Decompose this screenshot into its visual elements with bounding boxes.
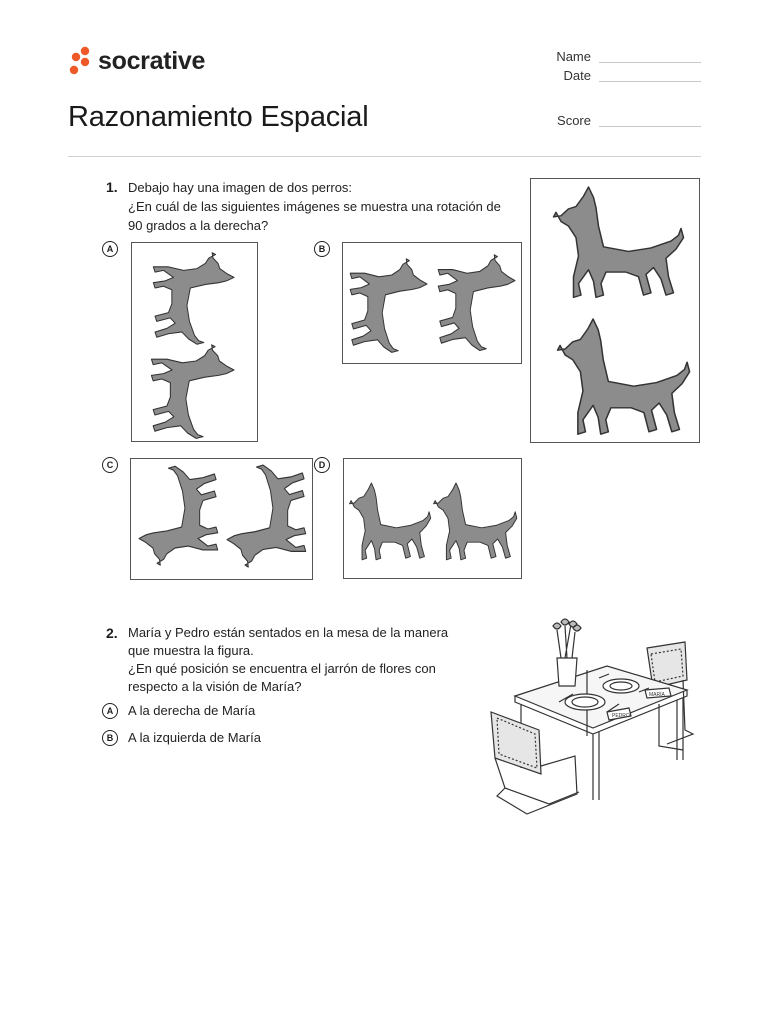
q2-line2: que muestra la figura. bbox=[128, 643, 254, 658]
q1-line2: ¿En cuál de las siguientes imágenes se m… bbox=[128, 199, 501, 214]
q2-line1: María y Pedro están sentados en la mesa … bbox=[128, 625, 449, 640]
q1-number: 1. bbox=[106, 179, 118, 195]
date-label: Date bbox=[563, 68, 591, 83]
option-c-image[interactable] bbox=[130, 458, 313, 580]
q2-line4: respecto a la visión de María? bbox=[128, 679, 302, 694]
q2-option-b-badge[interactable]: B bbox=[102, 730, 118, 746]
name-field[interactable] bbox=[599, 61, 701, 63]
option-d-badge[interactable]: D bbox=[314, 457, 330, 473]
q1-line1: Debajo hay una imagen de dos perros: bbox=[128, 180, 353, 195]
q2-option-a-badge[interactable]: A bbox=[102, 703, 118, 719]
table-scene-svg: PEDRO MARÍA bbox=[490, 618, 695, 815]
socrative-logo-icon bbox=[69, 46, 90, 75]
option-b-dogs-svg bbox=[349, 254, 516, 353]
page-title: Razonamiento Espacial bbox=[68, 101, 369, 133]
q1-text: Debajo hay una imagen de dos perros: ¿En… bbox=[128, 178, 523, 235]
reference-dogs-image bbox=[530, 178, 700, 443]
score-label: Score bbox=[557, 113, 591, 128]
score-field[interactable] bbox=[599, 125, 701, 127]
name-label: Name bbox=[556, 49, 591, 64]
date-field[interactable] bbox=[599, 80, 701, 82]
option-a-dogs-svg bbox=[150, 252, 235, 439]
q2-text: María y Pedro están sentados en la mesa … bbox=[128, 624, 468, 696]
option-b-badge[interactable]: B bbox=[314, 241, 330, 257]
q2-option-a-text[interactable]: A la derecha de María bbox=[128, 703, 256, 718]
q2-line3: ¿En qué posición se encuentra el jarrón … bbox=[128, 661, 436, 676]
card-maria: MARÍA bbox=[649, 691, 666, 698]
q1-line3: 90 grados a la derecha? bbox=[128, 218, 269, 233]
socrative-logo: socrative bbox=[68, 46, 205, 76]
option-d-image[interactable] bbox=[343, 458, 522, 579]
q2-option-b-text[interactable]: A la izquierda de María bbox=[128, 730, 261, 745]
option-a-badge[interactable]: A bbox=[102, 241, 118, 257]
option-c-badge[interactable]: C bbox=[102, 457, 118, 473]
option-d-dogs-svg bbox=[349, 482, 518, 561]
brand-name: socrative bbox=[98, 46, 206, 75]
header-divider bbox=[68, 156, 701, 157]
option-a-image[interactable] bbox=[131, 242, 258, 442]
q2-number: 2. bbox=[106, 625, 118, 641]
option-c-dogs-svg bbox=[138, 464, 307, 568]
reference-dogs-svg bbox=[552, 186, 691, 435]
card-pedro: PEDRO bbox=[612, 713, 630, 719]
option-b-image[interactable] bbox=[342, 242, 522, 364]
table-illustration: PEDRO MARÍA bbox=[487, 618, 701, 832]
